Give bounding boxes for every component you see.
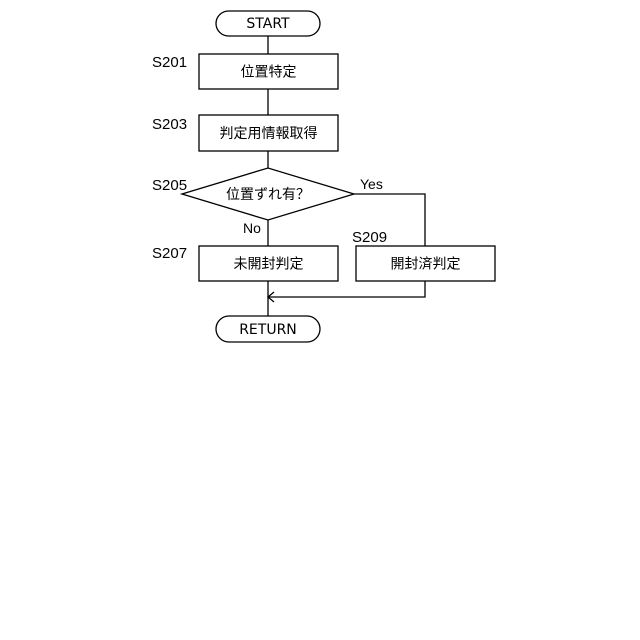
process-box-s209: 開封済判定 xyxy=(356,246,495,281)
start-label: START xyxy=(246,16,290,32)
process-box-s207: 未開封判定 xyxy=(199,246,338,281)
process-label-s201: 位置特定 xyxy=(241,65,297,81)
process-label-s209: 開封済判定 xyxy=(391,257,461,273)
process-label-s203: 判定用情報取得 xyxy=(220,125,318,142)
process-box-s201: 位置特定 xyxy=(199,54,338,89)
step-id-s205: S205 xyxy=(152,177,187,194)
step-id-s209: S209 xyxy=(352,229,387,246)
process-box-s203: 判定用情報取得 xyxy=(199,115,338,151)
connector-s209-merge xyxy=(268,281,425,297)
return-label: RETURN xyxy=(239,322,297,338)
start-terminal: START xyxy=(216,11,320,36)
process-label-s207: 未開封判定 xyxy=(234,257,304,273)
step-id-s203: S203 xyxy=(152,116,187,133)
return-terminal: RETURN xyxy=(216,316,320,342)
step-id-s207: S207 xyxy=(152,245,187,262)
decision-label-s205: 位置ずれ有？ xyxy=(226,187,310,203)
branch-label-yes: Yes xyxy=(360,176,383,192)
step-id-s201: S201 xyxy=(152,54,187,71)
branch-label-no: No xyxy=(243,220,261,236)
decision-diamond-s205: 位置ずれ有？ xyxy=(182,168,354,220)
